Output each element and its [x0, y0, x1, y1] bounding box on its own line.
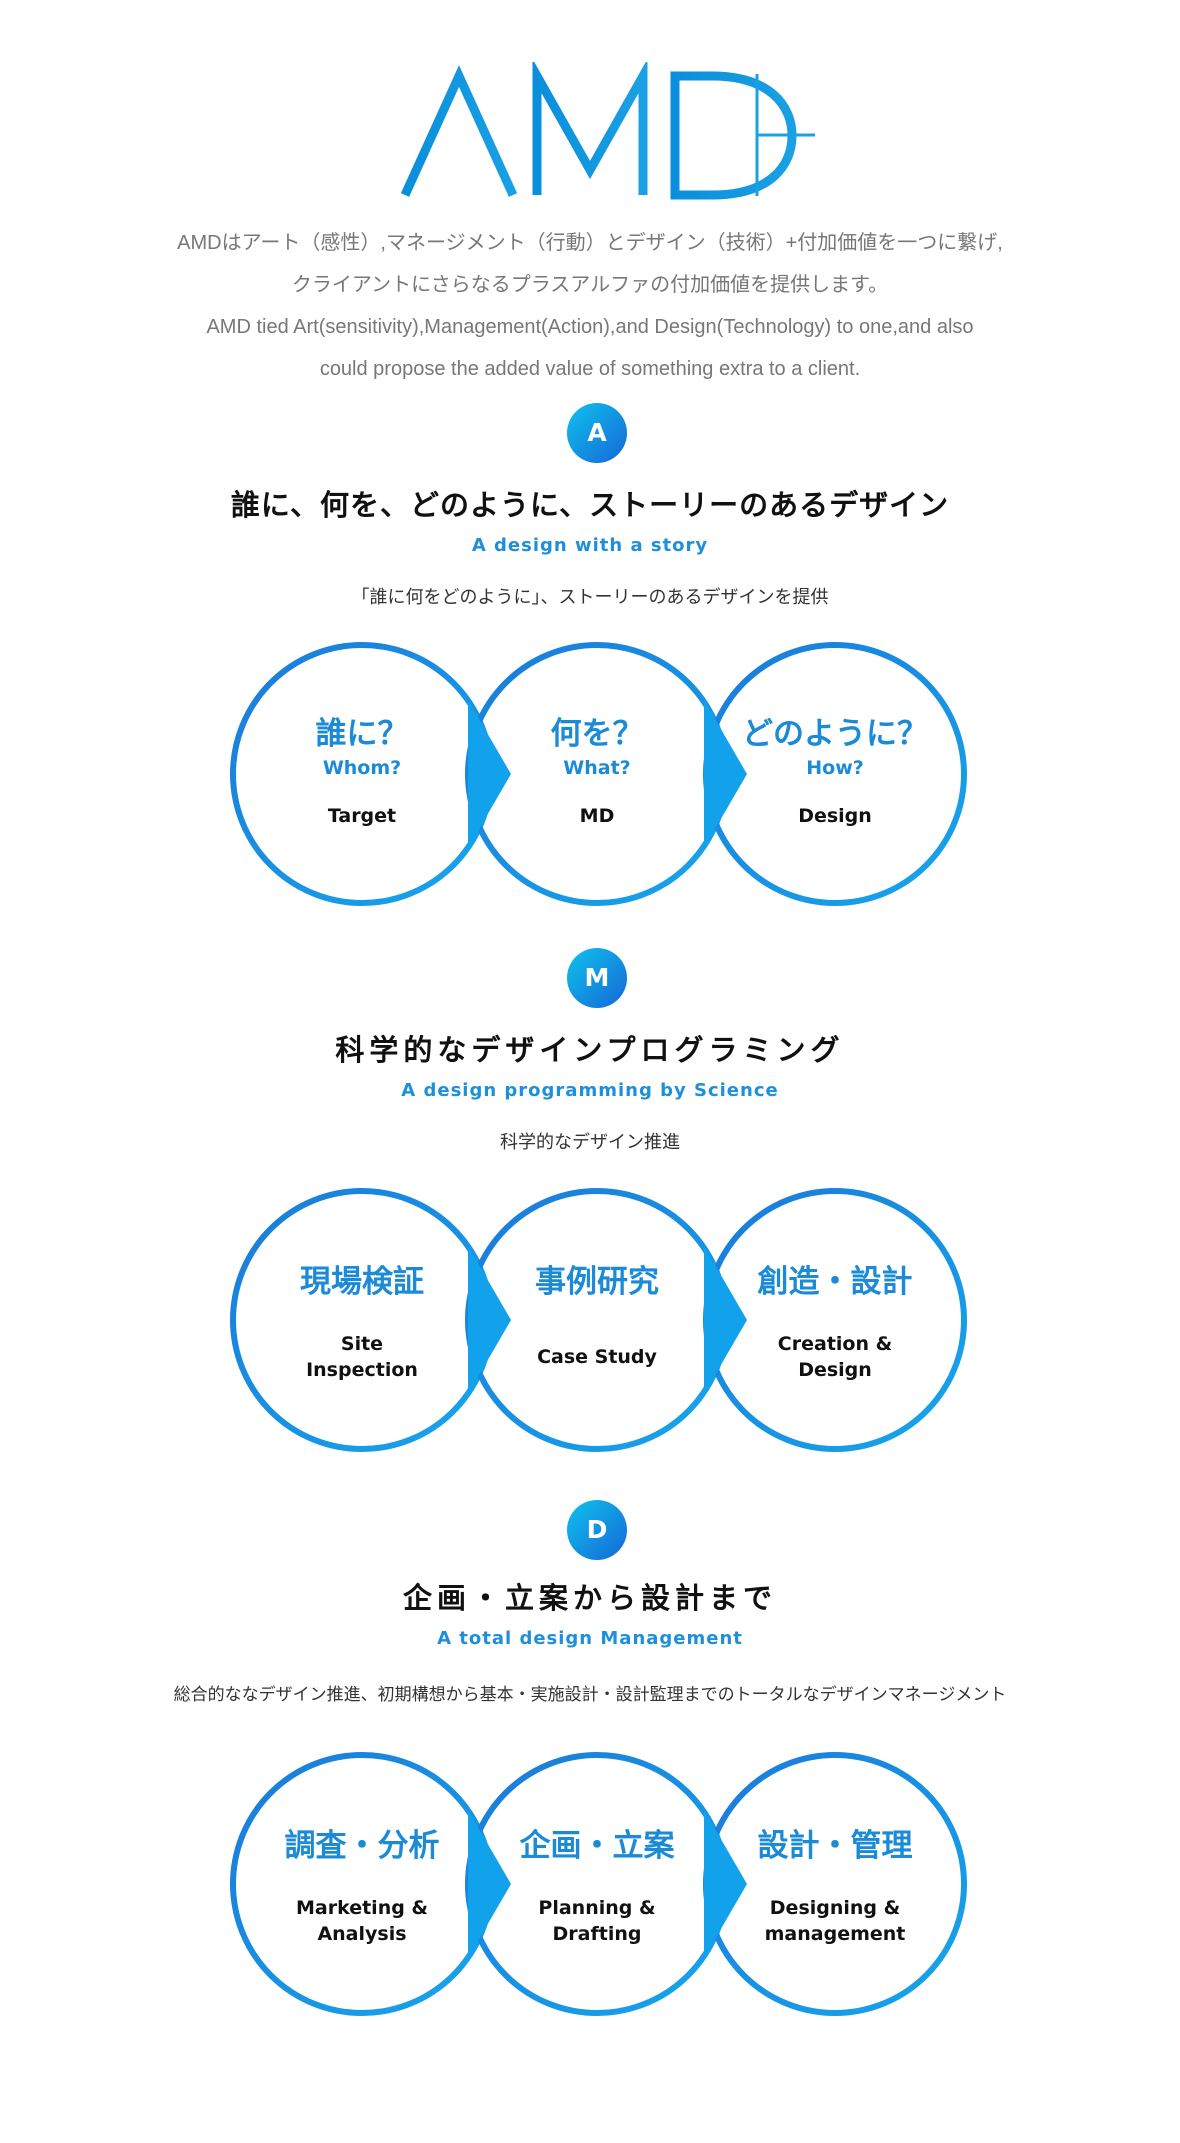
circle-label-en-1: Site	[340, 1333, 384, 1355]
intro-line-1: AMDはアート（感性）,マネージメント（行動）とデザイン（技術）+付加価値を一つ…	[177, 232, 1003, 254]
section-title-d: 企画・立案から設計まで	[402, 1581, 777, 1615]
circle-label-jp: 企画・立案	[519, 1828, 675, 1864]
circle-planning-drafting: 企画・立案 Planning & Drafting	[482, 1820, 712, 1947]
circle-label-en-2: Inspection	[306, 1359, 418, 1381]
section-subtitle-m: A design programming by Science	[401, 1080, 779, 1101]
circle-diagram-a: 誰に？ Whom? Target 何を？ What? MD どのように？ How…	[228, 640, 970, 908]
circle-what: 何を？ What? MD	[482, 708, 712, 829]
circle-rings-d	[230, 1752, 967, 2016]
section-description-m: 科学的なデザイン推進	[500, 1132, 680, 1153]
circle-label-en-1: Planning &	[538, 1897, 656, 1919]
circle-diagram-d: 調査・分析 Marketing & Analysis 企画・立案 Plannin…	[228, 1750, 970, 2018]
circle-label-en-blue: What?	[563, 757, 631, 779]
section-subtitle-a: A design with a story	[471, 535, 709, 556]
circle-site-inspection: 現場検証 Site Inspection	[247, 1256, 477, 1383]
circle-diagram-m: 現場検証 Site Inspection 事例研究 Case Study 創造・…	[228, 1186, 970, 1454]
circle-rings-m	[230, 1188, 967, 1452]
section-badge-d: D	[567, 1500, 627, 1560]
amd-plus-logo	[400, 62, 815, 200]
circle-creation-design: 創造・設計 Creation & Design	[720, 1256, 950, 1383]
circle-label-en-1: Creation &	[777, 1333, 893, 1355]
circle-label-en-1: Marketing &	[295, 1897, 429, 1919]
section-description-d: 総合的ななデザイン推進、初期構想から基本・実施設計・設計監理までのトータルなデザ…	[173, 1685, 1007, 1705]
section-badge-a: A	[567, 403, 627, 463]
circle-label-en: Target	[327, 805, 397, 827]
circle-label-jp: 創造・設計	[757, 1264, 913, 1300]
circle-whom: 誰に？ Whom? Target	[247, 708, 477, 829]
circle-label-jp: 誰に？	[315, 716, 409, 752]
intro-text: AMDはアート（感性）,マネージメント（行動）とデザイン（技術）+付加価値を一つ…	[0, 222, 1180, 390]
circle-label-jp: どのように？	[742, 716, 928, 752]
circle-label-en: Design	[798, 805, 872, 827]
circle-label-en-2: Analysis	[317, 1923, 407, 1945]
section-title-a: 誰に、何を、どのように、ストーリーのあるデザイン	[230, 488, 950, 522]
circle-label-jp: 何を？	[550, 716, 644, 752]
section-title-m: 科学的なデザインプログラミング	[335, 1033, 845, 1067]
section-description-a: 「誰に何をどのように」、ストーリーのあるデザインを提供	[351, 587, 829, 608]
circle-label-en-1: Case Study	[537, 1346, 657, 1368]
circle-label-en: MD	[579, 805, 615, 827]
circle-label-en-blue: Whom?	[322, 757, 402, 779]
circle-how: どのように？ How? Design	[720, 708, 950, 829]
section-badge-m: M	[567, 948, 627, 1008]
circle-label-jp: 調査・分析	[284, 1828, 440, 1864]
circle-label-jp: 現場検証	[300, 1264, 424, 1300]
circle-rings-a	[230, 642, 967, 906]
circle-designing-management: 設計・管理 Designing & management	[720, 1820, 950, 1947]
intro-line-3: AMD tied Art(sensitivity),Management(Act…	[206, 316, 974, 338]
circle-label-en-blue: How?	[806, 757, 864, 779]
circle-label-en-2: Drafting	[552, 1923, 642, 1945]
circle-marketing-analysis: 調査・分析 Marketing & Analysis	[247, 1820, 477, 1947]
circle-label-jp: 設計・管理	[757, 1828, 913, 1864]
circle-label-en-1: Designing &	[769, 1897, 901, 1919]
intro-line-2: クライアントにさらなるプラスアルファの付加価値を提供します。	[291, 274, 889, 296]
section-subtitle-d: A total design Management	[437, 1628, 743, 1649]
circle-case-study: 事例研究 Case Study	[482, 1256, 712, 1370]
circle-label-en-2: management	[764, 1923, 906, 1945]
circle-label-jp: 事例研究	[535, 1264, 659, 1300]
circle-label-en-2: Design	[798, 1359, 872, 1381]
intro-line-4: could propose the added value of somethi…	[319, 358, 861, 380]
